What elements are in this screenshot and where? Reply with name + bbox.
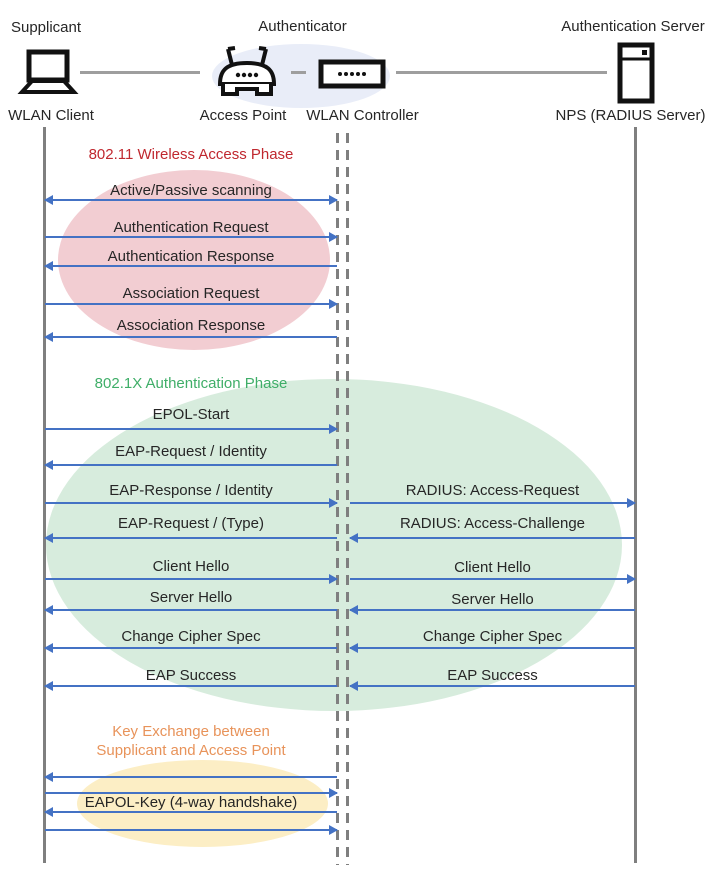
phase2-title: 802.1X Authentication Phase: [94, 375, 288, 392]
message-label-client-hello-right: Client Hello: [454, 559, 531, 576]
arrow-eap-request-type: [44, 533, 337, 543]
arrow-client-hello-right: [350, 574, 636, 584]
message-label-association-response: Association Response: [116, 317, 266, 334]
connector-ap-controller: [291, 71, 306, 74]
phase1-title: 802.11 Wireless Access Phase: [88, 146, 294, 163]
arrow-authentication-request: [45, 232, 338, 242]
arrow-eapol-key-4: [45, 825, 338, 835]
arrow-eap-response-identity: [45, 498, 338, 508]
message-label-eap-request-identity: EAP-Request / Identity: [115, 443, 267, 460]
message-label-change-cipher-spec-right: Change Cipher Spec: [422, 628, 563, 645]
message-label-server-hello: Server Hello: [149, 589, 233, 606]
message-label-radius-access-request: RADIUS: Access-Request: [405, 482, 580, 499]
laptop-icon: [17, 49, 79, 94]
phase3-title-line2: Supplicant and Access Point: [96, 742, 286, 759]
message-label-active-passive-scanning: Active/Passive scanning: [110, 182, 272, 199]
controller-box-icon: [318, 59, 386, 89]
arrow-eapol-key-2: [45, 788, 338, 798]
server-tower-icon: [617, 42, 655, 104]
node-wlan-controller-label: WLAN Controller: [306, 107, 419, 124]
arrow-eap-success: [44, 681, 337, 691]
arrow-change-cipher-spec-right: [349, 643, 635, 653]
phase3-title-line1: Key Exchange between: [112, 723, 270, 740]
message-label-change-cipher-spec: Change Cipher Spec: [121, 628, 261, 645]
arrow-server-hello: [44, 605, 337, 615]
lifeline-wlan-controller-right-dash: [346, 133, 349, 865]
node-wlan-client-label: WLAN Client: [8, 107, 94, 124]
message-label-eap-request-type: EAP-Request / (Type): [118, 515, 264, 532]
message-label-server-hello-right: Server Hello: [451, 591, 534, 608]
phase3-ellipse: [77, 760, 328, 847]
message-label-eap-success-right: EAP Success: [447, 667, 538, 684]
connector-client-ap: [80, 71, 200, 74]
message-label-eap-response-identity: EAP-Response / Identity: [109, 482, 273, 499]
message-label-eapol-key: EAPOL-Key (4-way handshake): [84, 794, 298, 811]
role-authenticator-label: Authenticator: [258, 18, 347, 35]
lifeline-nps-server: [634, 127, 637, 863]
message-label-radius-access-challenge: RADIUS: Access-Challenge: [399, 515, 586, 532]
arrow-eap-request-identity: [44, 460, 337, 470]
phase2-ellipse: [46, 379, 622, 711]
wireless-router-icon: [217, 46, 277, 96]
arrow-client-hello: [45, 574, 338, 584]
arrow-eap-success-right: [349, 681, 635, 691]
arrow-eapol-key-3: [44, 807, 337, 817]
arrow-radius-access-request: [350, 498, 636, 508]
arrow-active-passive-scanning: [44, 195, 338, 205]
role-auth-server-label: Authentication Server: [561, 18, 705, 35]
message-label-client-hello: Client Hello: [152, 558, 230, 575]
arrow-server-hello-right: [349, 605, 635, 615]
role-supplicant-label: Supplicant: [10, 19, 82, 36]
arrow-eapol-key-1: [44, 772, 337, 782]
arrow-epol-start: [45, 424, 338, 434]
message-label-authentication-request: Authentication Request: [113, 219, 269, 236]
arrow-association-response: [44, 332, 337, 342]
arrow-association-request: [45, 299, 338, 309]
message-label-authentication-response: Authentication Response: [107, 248, 275, 265]
message-label-epol-start: EPOL-Start: [152, 406, 230, 423]
message-label-association-request: Association Request: [122, 285, 260, 302]
message-label-eap-success: EAP Success: [145, 667, 237, 684]
node-access-point-label: Access Point: [199, 107, 287, 124]
connector-controller-server: [396, 71, 607, 74]
lifeline-wlan-client: [43, 127, 46, 863]
node-nps-label: NPS (RADIUS Server): [555, 107, 706, 124]
arrow-authentication-response: [44, 261, 337, 271]
arrow-change-cipher-spec: [44, 643, 337, 653]
arrow-radius-access-challenge: [349, 533, 635, 543]
